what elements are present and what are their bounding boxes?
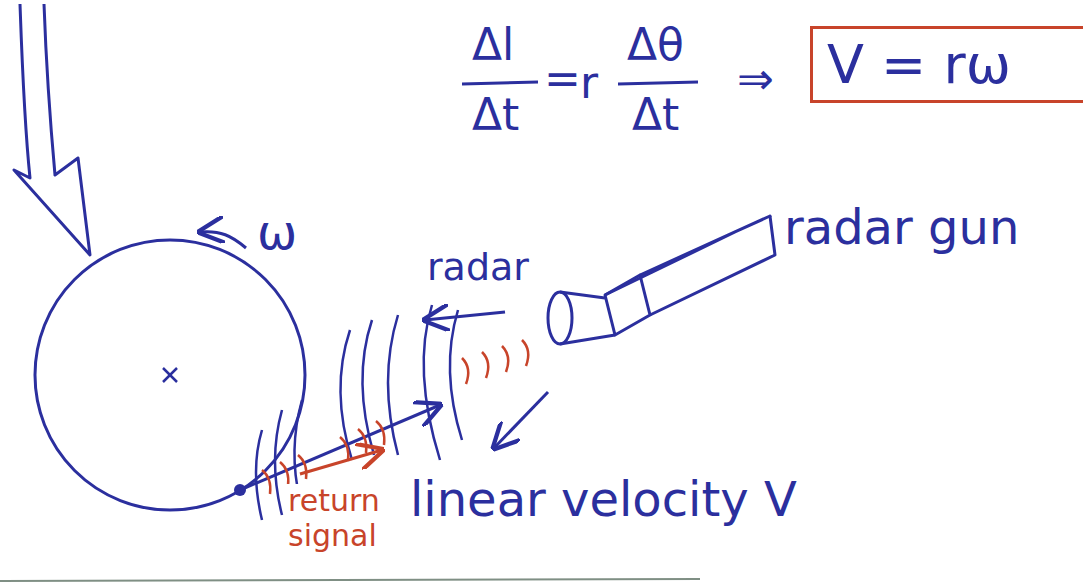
label-text: r (578, 58, 600, 109)
label-text: Δt (470, 90, 521, 141)
rotation-arrow (200, 232, 246, 248)
fraction-line (618, 82, 698, 84)
fraction-line (462, 82, 538, 84)
formula-text: V = rω (827, 35, 1079, 94)
wheel (35, 240, 305, 510)
page-rule (0, 579, 700, 581)
result-box: V = rω (810, 26, 1083, 103)
label-text: return signal (286, 484, 395, 553)
label-text: radar (425, 246, 531, 290)
label-text: Δt (630, 90, 681, 141)
return-arrow (300, 450, 382, 474)
radar-arrow (425, 312, 505, 320)
leader-arrow (494, 392, 548, 448)
label-text: Δθ (625, 20, 686, 71)
center-mark (163, 368, 177, 382)
radar-gun (548, 216, 775, 344)
pointer-arrow (14, 4, 90, 255)
return-waves (262, 340, 528, 494)
label-text: linear velocity V (408, 472, 799, 527)
label-text: ⇒ (735, 54, 776, 105)
label-text: ω (255, 205, 299, 260)
label-text: Δl (470, 20, 516, 71)
label-text: radar gun (782, 200, 1021, 255)
label-text: = (542, 54, 583, 105)
